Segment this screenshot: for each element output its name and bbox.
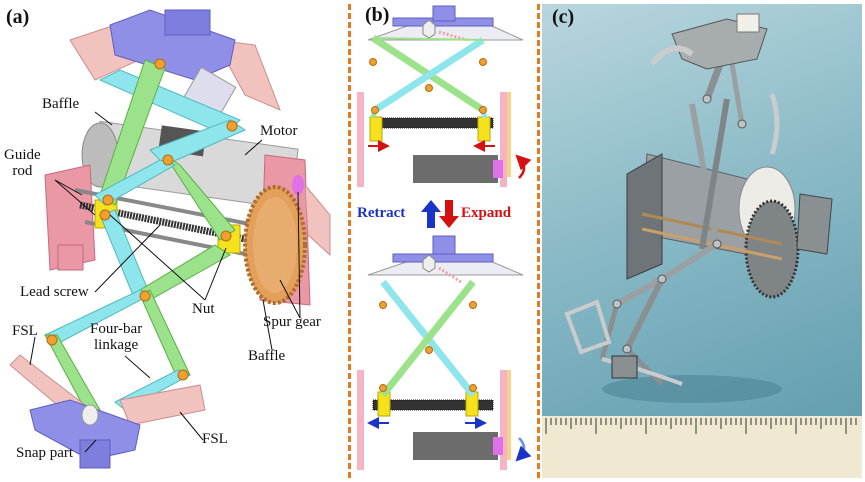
retract-expand-arrows [421, 200, 459, 228]
separator-left [348, 4, 351, 478]
label-spur-gear: Spur gear [263, 314, 321, 330]
panel-c-label: (c) [552, 6, 575, 28]
label-guide-rod: Guide rod [4, 147, 41, 179]
lower-link-green-2 [139, 289, 191, 381]
panel-a: (a) Baffle Motor Guide rod Lead screw Nu… [0, 0, 345, 482]
label-fsl-right: FSL [202, 431, 228, 447]
panel-b: (b) Retract Expand [353, 0, 536, 482]
joints-a [46, 58, 238, 381]
retracted-state [357, 5, 532, 187]
lower-link-cyan-1 [99, 209, 151, 301]
retract-label: Retract [357, 205, 406, 221]
label-nut: Nut [192, 301, 215, 317]
panel-c-photo: (c) [542, 4, 862, 478]
label-snap-part: Snap part [16, 445, 74, 461]
robot-photo [542, 13, 862, 478]
expand-label: Expand [461, 205, 512, 221]
bottom-snap-part [29, 399, 141, 461]
label-baffle-bottom: Baffle [248, 348, 286, 364]
label-four-bar-linkage: Four-bar linkage [90, 321, 143, 353]
label-lead-screw: Lead screw [20, 284, 89, 300]
panel-a-label: (a) [6, 6, 30, 28]
separator-right [537, 4, 540, 478]
top-snap-part [109, 9, 236, 81]
expanded-state [357, 235, 532, 470]
leader-lines-a [29, 111, 301, 453]
ruler [542, 416, 862, 478]
bottom-fsl-right [119, 384, 206, 426]
spur-gear [243, 185, 307, 305]
mid-link-green [164, 154, 236, 241]
panel-b-label: (b) [365, 4, 390, 26]
ruler-ticks [545, 418, 857, 434]
upper-link-cyan [98, 69, 241, 136]
label-motor: Motor [260, 123, 298, 139]
label-baffle-top: Baffle [42, 96, 80, 112]
exploded-assembly-drawing [9, 9, 331, 469]
retract-expand-schematic [357, 5, 532, 470]
label-fsl-left: FSL [12, 323, 38, 339]
